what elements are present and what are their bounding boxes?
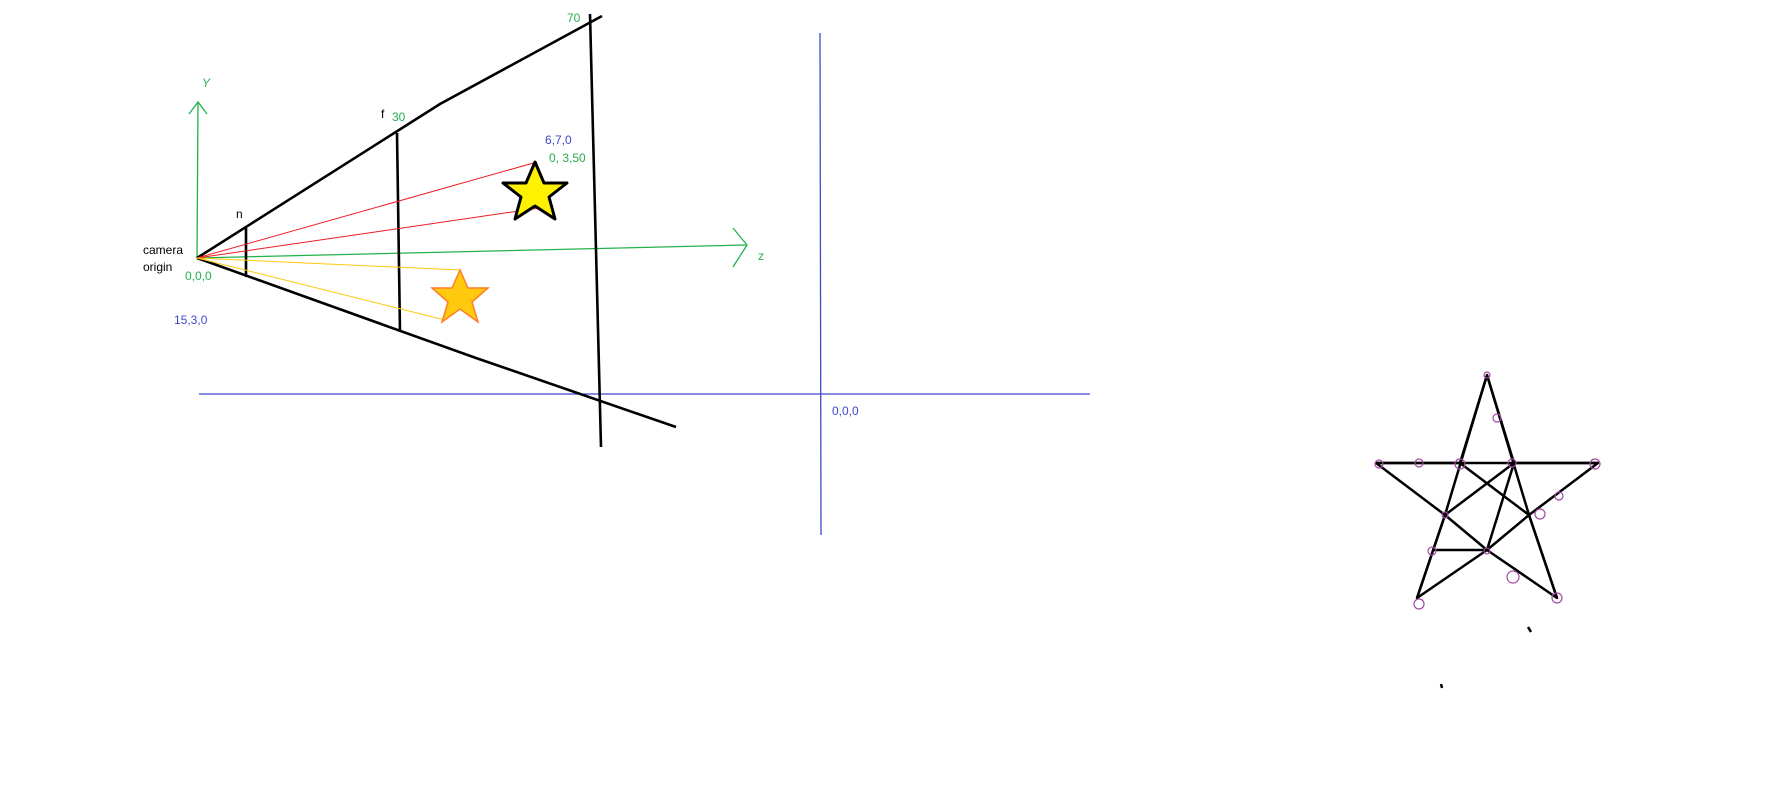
frustum-bottom-edge (196, 256, 677, 429)
camera-y-axis (196, 101, 199, 259)
far-plane (395, 132, 402, 333)
back-plane-value: 70 (567, 11, 581, 25)
camera-world-coords: 15,3,0 (174, 313, 208, 327)
near-plane-label: n (236, 207, 243, 221)
star-vertex-marks (1374, 371, 1601, 610)
yellow-ray-lower (196, 257, 446, 321)
triangulated-star-icon (1374, 373, 1600, 600)
camera-label-line1: camera (143, 243, 183, 257)
world-vertical-axis (819, 32, 822, 536)
frustum-top-edge (196, 14, 603, 260)
camera-origin-coords: 0,0,0 (185, 269, 212, 283)
stray-marks (1439, 626, 1533, 689)
star-camera-coords: 0, 3,50 (549, 151, 586, 165)
rays (196, 161, 554, 321)
far-plane-value: 30 (392, 110, 406, 124)
world-origin-label: 0,0,0 (832, 404, 859, 418)
yellow-ray-upper (196, 257, 461, 271)
camera-z-arrowhead (732, 227, 748, 268)
view-frustum (196, 13, 677, 448)
yellow-star-icon (501, 160, 569, 221)
star-world-coords: 6,7,0 (545, 133, 572, 147)
camera-axes (188, 100, 748, 268)
camera-label-line2: origin (143, 260, 172, 274)
world-axes (199, 32, 1090, 536)
camera-z-axis (196, 244, 747, 259)
z-axis-label: z (758, 249, 764, 263)
orange-star-icon (430, 268, 490, 324)
red-ray-upper (196, 161, 538, 259)
camera-y-arrowhead (188, 100, 208, 115)
back-plane (588, 13, 603, 448)
far-plane-letter: f (381, 107, 385, 121)
red-ray-lower (196, 205, 554, 259)
y-axis-label: Y (202, 76, 211, 90)
